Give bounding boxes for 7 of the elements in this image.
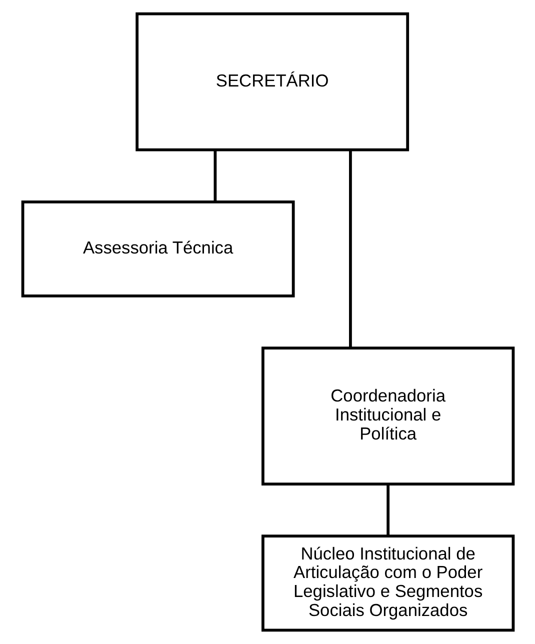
connector — [213, 150, 216, 202]
node-box: Coordenadoria Institucional e Política — [260, 346, 514, 486]
node-box: SECRETÁRIO — [135, 12, 409, 152]
node-box: Núcleo Institucional de Articulação com o Poder Legislativo e Segmentos Sociais Organizados — [260, 534, 514, 632]
connector — [386, 484, 390, 536]
connector — [348, 150, 352, 348]
node-box: Assessoria Técnica — [20, 200, 294, 298]
